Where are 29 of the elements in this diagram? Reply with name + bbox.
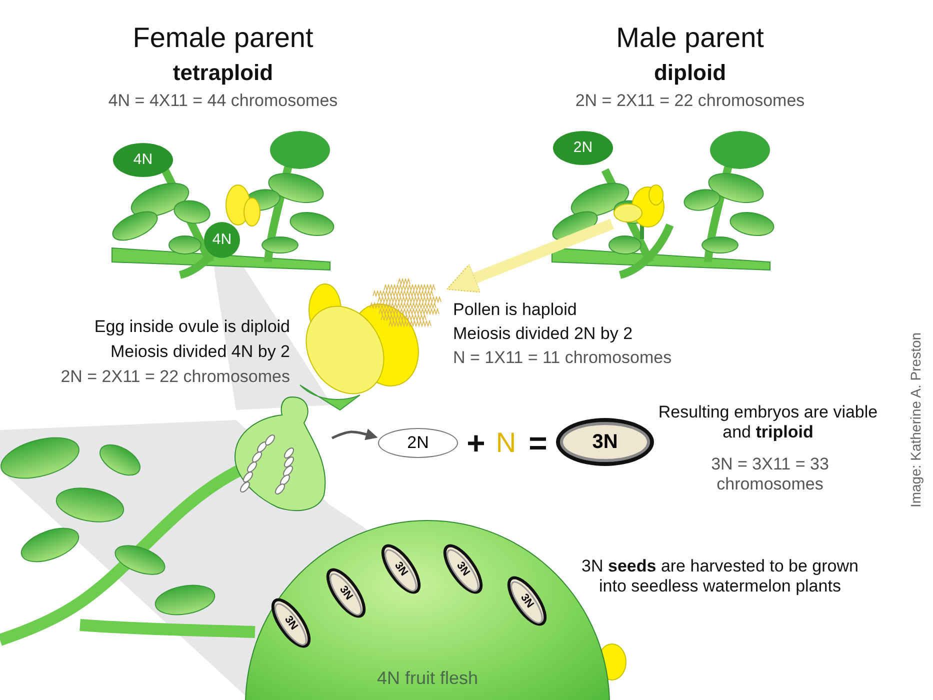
heading: Male parent bbox=[616, 21, 764, 55]
chromosome-formula: 3N = 3X11 = 33 chromosomes bbox=[710, 454, 830, 496]
annotation: Egg inside ovule is diploid bbox=[94, 316, 290, 338]
seed-label: 3N bbox=[518, 592, 536, 610]
annotation: Resulting embryos are viable and triploid bbox=[657, 402, 879, 444]
haploid-symbol: N bbox=[496, 426, 516, 460]
plus-sign: + bbox=[466, 424, 486, 462]
credit-line: Image: Katherine A. Preston bbox=[908, 332, 924, 508]
heading: Female parent bbox=[132, 21, 314, 55]
equals-sign: = bbox=[528, 424, 548, 462]
chromosome-formula: N = 1X11 = 11 chromosomes bbox=[453, 348, 672, 368]
annotation: 3N seeds are harvested to be grown into seedless watermelon plants bbox=[580, 556, 860, 598]
annotation: Pollen is haploid bbox=[453, 300, 577, 320]
seed-label: 3N bbox=[337, 584, 355, 602]
diploid-egg-ellipse: 2N bbox=[378, 428, 458, 458]
seed-label: 3N bbox=[454, 560, 472, 578]
annotation: Meiosis divided 2N by 2 bbox=[453, 324, 633, 344]
annotation: Meiosis divided 4N by 2 bbox=[110, 342, 290, 362]
triploid-embryo-ellipse: 3N bbox=[556, 418, 654, 466]
ploidy-label: diploid bbox=[654, 60, 726, 86]
chromosome-formula: 2N = 2X11 = 22 chromosomes bbox=[575, 90, 805, 112]
chromosome-formula: 4N = 4X11 = 44 chromosomes bbox=[108, 90, 338, 112]
chromosome-formula: 2N = 2X11 = 22 chromosomes bbox=[60, 366, 290, 388]
region-label: 4N fruit flesh bbox=[376, 668, 478, 689]
ploidy-tag: 4N bbox=[133, 151, 153, 169]
ploidy-label: tetraploid bbox=[172, 60, 274, 86]
seed-label: 3N bbox=[282, 614, 300, 632]
seed-label: 3N bbox=[392, 560, 410, 578]
ploidy-tag: 2N bbox=[573, 139, 593, 157]
